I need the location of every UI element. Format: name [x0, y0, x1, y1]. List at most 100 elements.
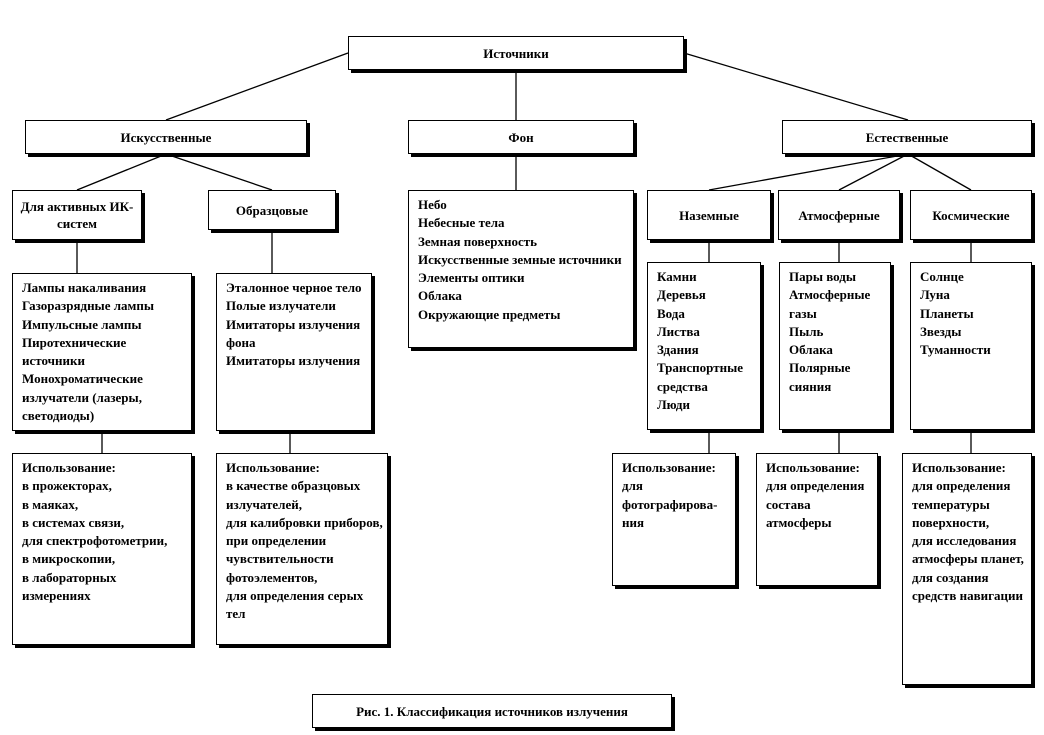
- list-item: Атмосферные газы: [789, 287, 871, 321]
- background-sources-list: Небо Небесные тела Земная поверхность Ис…: [409, 191, 633, 324]
- terrestrial-sources-list-box: Камни Деревья Вода Листва Здания Транспо…: [647, 262, 761, 430]
- node-cosmic-label: Космические: [932, 207, 1010, 223]
- reference-usage-list: Использование: в качестве образцовых изл…: [217, 454, 387, 624]
- list-item: при определении чувствительности фотоэле…: [226, 533, 334, 585]
- list-item: Искусственные земные источники: [418, 251, 622, 267]
- node-active-ir-systems-label: Для активных ИК-систем: [20, 199, 134, 231]
- list-item: для определения температуры поверхности,: [912, 478, 1011, 530]
- list-item: Камни: [657, 269, 697, 284]
- list-item: Лампы накаливания: [22, 280, 147, 295]
- list-item: Пары воды: [789, 269, 857, 284]
- list-item: Импульсные лампы: [22, 316, 142, 332]
- node-sources: Источники: [348, 36, 684, 70]
- list-item: Деревья: [657, 287, 706, 303]
- list-item: в микроскопии,: [22, 551, 116, 567]
- connector-natural-cosmic: [907, 153, 972, 191]
- list-item: Звезды: [920, 323, 962, 339]
- connector-natural-terrestrial: [708, 153, 909, 191]
- terrestrial-sources-list: Камни Деревья Вода Листва Здания Транспо…: [648, 263, 760, 414]
- connector-root-natural: [683, 52, 909, 121]
- connector-root-artificial: [165, 52, 349, 121]
- node-atmospheric-label: Атмосферные: [798, 207, 880, 223]
- figure-caption: Рис. 1. Классификация источников излучен…: [312, 694, 672, 728]
- node-background: Фон: [408, 120, 634, 154]
- list-item: для калибровки приборов,: [226, 514, 383, 530]
- list-item: в системах связи,: [22, 514, 125, 530]
- list-item: Облака: [789, 342, 833, 358]
- usage-title: Использование:: [226, 460, 320, 475]
- list-item: Эталонное черное тело: [226, 280, 362, 295]
- node-reference-sources: Образцовые: [208, 190, 336, 230]
- list-item: Окружающие предметы: [418, 306, 561, 322]
- list-item: для исследования атмосферы планет,: [912, 533, 1024, 567]
- list-item: в прожекторах,: [22, 478, 112, 494]
- list-item: Здания: [657, 342, 699, 358]
- node-sources-label: Источники: [483, 45, 549, 61]
- node-natural-label: Естественные: [865, 129, 949, 145]
- atmospheric-sources-list-box: Пары воды Атмосферные газы Пыль Облака П…: [779, 262, 891, 430]
- atmospheric-usage-box: Использование: для определения состава а…: [756, 453, 878, 586]
- list-item: для фотографирова-ния: [622, 478, 718, 530]
- list-item: Планеты: [920, 305, 974, 321]
- usage-title: Использование:: [766, 460, 860, 475]
- node-terrestrial: Наземные: [647, 190, 771, 240]
- list-item: Солнце: [920, 269, 964, 284]
- reference-sources-list: Эталонное черное тело Полые излучатели И…: [217, 274, 371, 370]
- atmospheric-usage-list: Использование: для определения состава а…: [757, 454, 877, 532]
- list-item: Вода: [657, 305, 685, 321]
- usage-title: Использование:: [622, 460, 716, 475]
- connector-artificial-reference: [165, 153, 273, 191]
- active-ir-usage-box: Использование: в прожекторах, в маяках, …: [12, 453, 192, 645]
- terrestrial-usage-list: Использование: для фотографирова-ния: [613, 454, 735, 532]
- list-item: Имитаторы излучения фона: [226, 316, 361, 350]
- list-item: для определения состава атмосферы: [766, 478, 865, 530]
- list-item: Элементы оптики: [418, 270, 525, 286]
- atmospheric-sources-list: Пары воды Атмосферные газы Пыль Облака П…: [780, 263, 890, 396]
- list-item: для спектрофотометрии,: [22, 533, 168, 549]
- node-artificial-label: Искусственные: [120, 129, 212, 145]
- list-item: Полые излучатели: [226, 298, 336, 314]
- node-background-label: Фон: [508, 129, 534, 145]
- active-ir-sources-list: Лампы накаливания Газоразрядные лампы Им…: [13, 274, 191, 425]
- list-item: Газоразрядные лампы: [22, 298, 155, 314]
- list-item: Облака: [418, 288, 462, 304]
- list-item: Небо: [418, 197, 447, 212]
- list-item: в лабораторных измерениях: [22, 569, 117, 604]
- background-sources-list-box: Небо Небесные тела Земная поверхность Ис…: [408, 190, 634, 348]
- node-cosmic: Космические: [910, 190, 1032, 240]
- connector-artificial-active: [76, 153, 167, 191]
- usage-title: Использование:: [22, 460, 116, 475]
- reference-usage-box: Использование: в качестве образцовых изл…: [216, 453, 388, 645]
- figure-caption-text: Рис. 1. Классификация источников излучен…: [356, 703, 628, 719]
- list-item: Монохроматические излучатели (лазеры, св…: [22, 371, 143, 424]
- list-item: для создания средств навигации: [912, 569, 1023, 604]
- cosmic-usage-list: Использование: для определения температу…: [903, 454, 1031, 605]
- list-item: Люди: [657, 397, 690, 413]
- node-terrestrial-label: Наземные: [679, 207, 739, 223]
- list-item: Небесные тела: [418, 215, 505, 231]
- list-item: Транспортные средства: [657, 360, 744, 394]
- active-ir-usage-list: Использование: в прожекторах, в маяках, …: [13, 454, 191, 605]
- list-item: Пыль: [789, 323, 824, 339]
- usage-title: Использование:: [912, 460, 1006, 475]
- cosmic-sources-list: Солнце Луна Планеты Звезды Туманности: [911, 263, 1031, 359]
- node-natural: Естественные: [782, 120, 1032, 154]
- node-reference-sources-label: Образцовые: [235, 202, 309, 218]
- list-item: Имитаторы излучения: [226, 353, 361, 369]
- terrestrial-usage-box: Использование: для фотографирова-ния: [612, 453, 736, 586]
- list-item: для определения серых тел: [226, 588, 364, 622]
- list-item: Земная поверхность: [418, 233, 537, 249]
- reference-sources-list-box: Эталонное черное тело Полые излучатели И…: [216, 273, 372, 431]
- list-item: в маяках,: [22, 496, 79, 512]
- list-item: Листва: [657, 323, 700, 339]
- cosmic-sources-list-box: Солнце Луна Планеты Звезды Туманности: [910, 262, 1032, 430]
- active-ir-sources-list-box: Лампы накаливания Газоразрядные лампы Им…: [12, 273, 192, 431]
- node-active-ir-systems: Для активных ИК-систем: [12, 190, 142, 240]
- list-item: Луна: [920, 287, 950, 303]
- node-atmospheric: Атмосферные: [778, 190, 900, 240]
- cosmic-usage-box: Использование: для определения температу…: [902, 453, 1032, 685]
- node-artificial: Искусственные: [25, 120, 307, 154]
- list-item: Полярные сияния: [789, 360, 851, 394]
